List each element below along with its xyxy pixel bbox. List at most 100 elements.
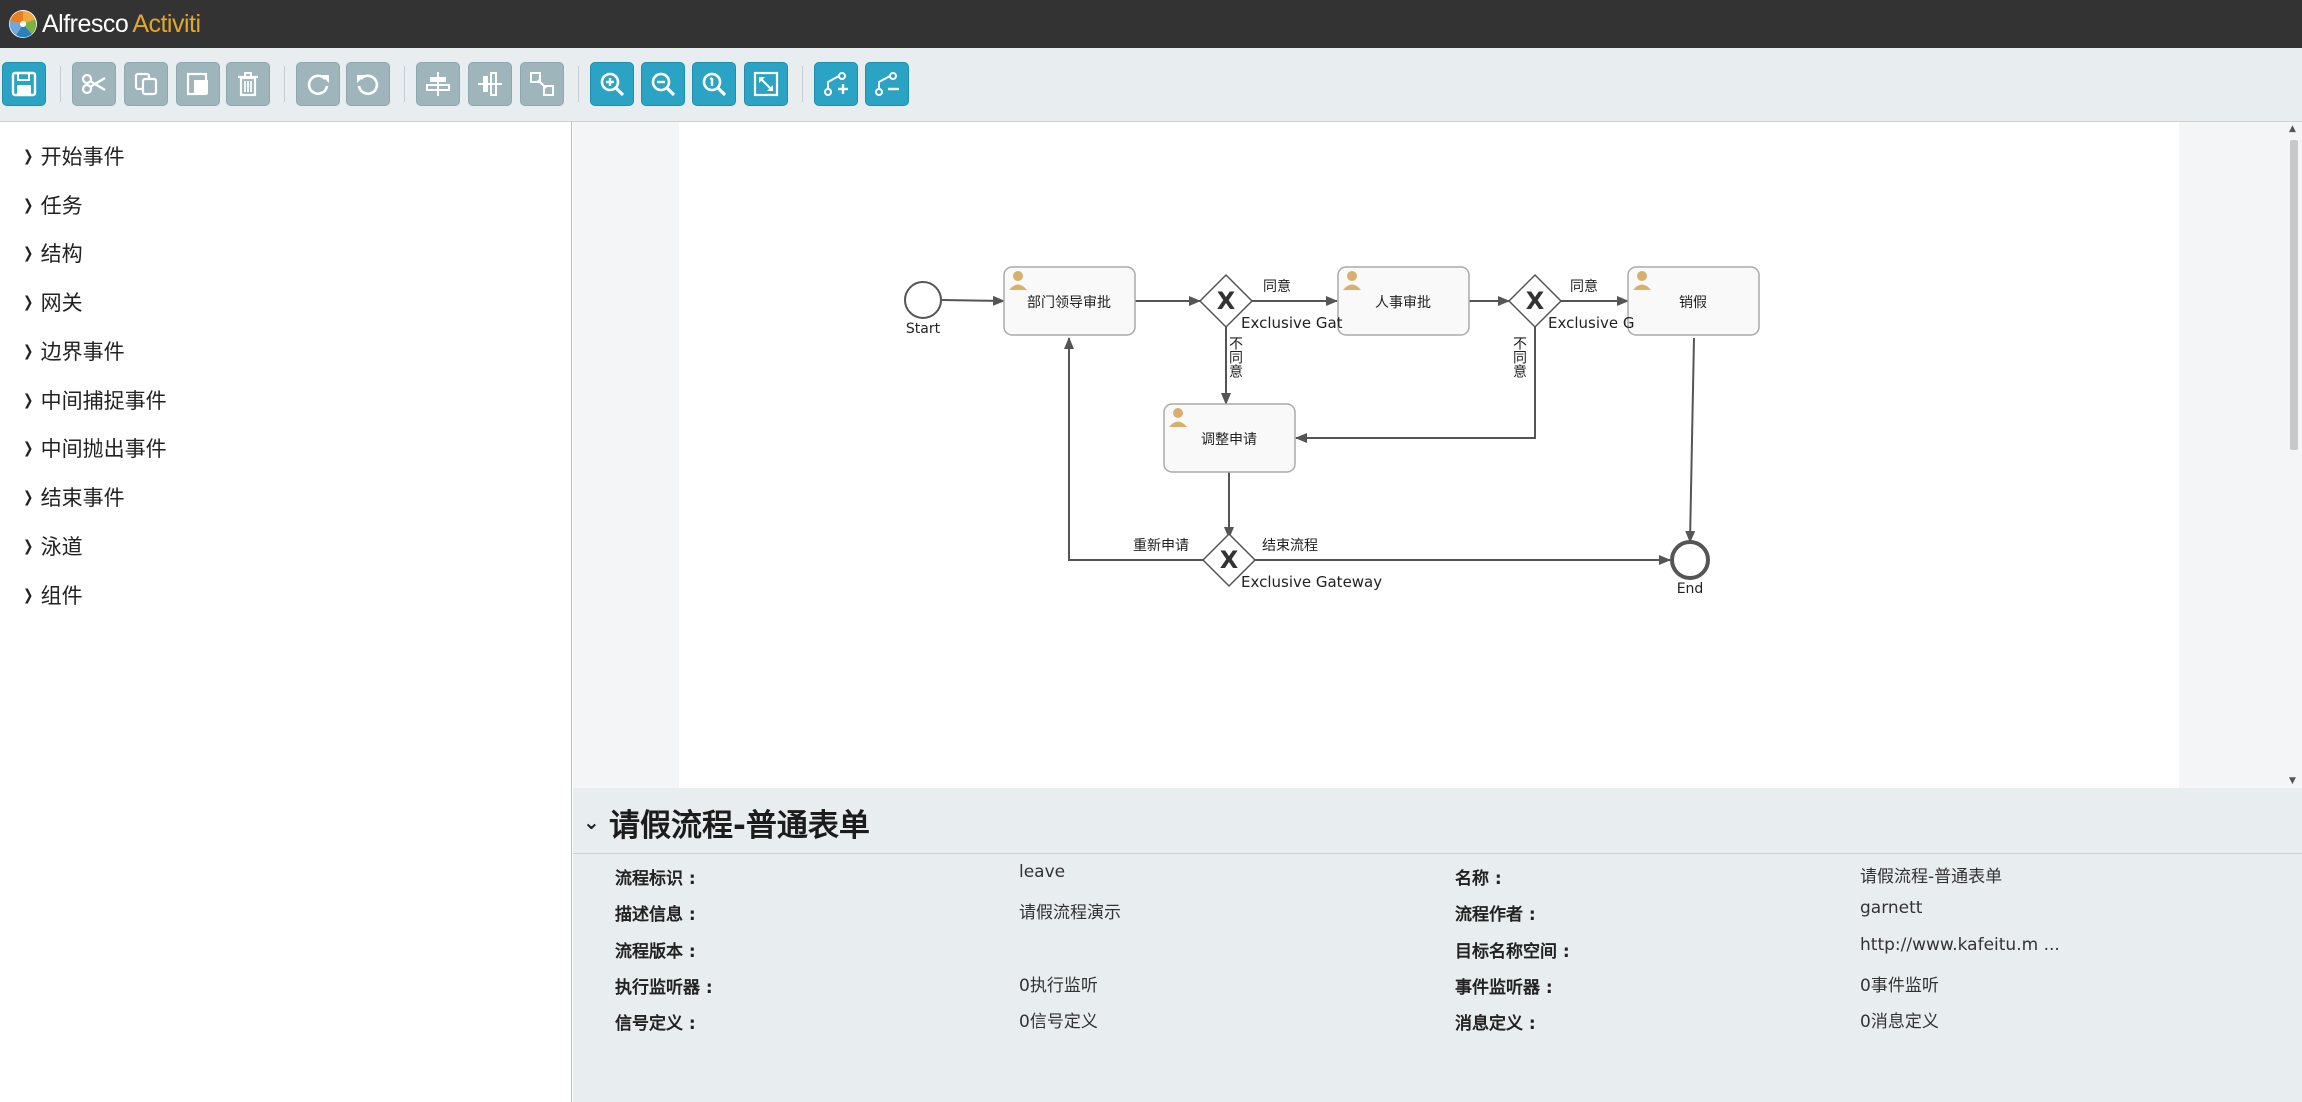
- palette-group-intermediate-throw[interactable]: ❯中间抛出事件: [22, 433, 166, 463]
- zoom-fit-button[interactable]: [744, 62, 788, 106]
- exclusive-gateway-3[interactable]: X: [1201, 532, 1257, 588]
- flow-gw2-disagree[interactable]: [1295, 327, 1536, 443]
- prop-value-author[interactable]: garnett: [1860, 898, 1923, 918]
- chevron-right-icon: ❯: [23, 586, 34, 604]
- prop-label-version: 流程版本 :: [615, 942, 696, 962]
- exclusive-gateway-1[interactable]: X: [1198, 273, 1254, 329]
- scrollbar-thumb[interactable]: [2290, 140, 2298, 450]
- flow-label-agree: 同意: [1263, 278, 1291, 295]
- palette-group-swimlanes[interactable]: ❯ 泳道: [22, 531, 83, 561]
- user-task-adjust-request[interactable]: 调整申请: [1163, 403, 1296, 473]
- top-bar: Alfresco Activiti: [0, 0, 2302, 48]
- chevron-right-icon: ❯: [23, 537, 34, 555]
- user-icon: [1633, 271, 1651, 290]
- toolbar-separator: [802, 66, 803, 102]
- prop-value-execution-listeners[interactable]: 0执行监听: [1019, 976, 1098, 996]
- palette-group-tasks[interactable]: ❯任务: [22, 190, 82, 220]
- prop-label-process-id: 流程标识 :: [615, 869, 696, 889]
- undo-icon: [357, 74, 379, 96]
- zoom-out-icon: [651, 72, 676, 97]
- cut-button[interactable]: [72, 62, 116, 106]
- prop-label-execution-listeners: 执行监听器 :: [615, 978, 713, 998]
- shape-palette: ❯开始事件 ❯任务 ❯结构 ❯网关 ❯边界事件 ❯中间捕捉事件 ❯中间抛出事件 …: [0, 122, 572, 1102]
- delete-button[interactable]: [226, 62, 270, 106]
- remove-bendpoint-button[interactable]: [865, 62, 909, 106]
- trash-icon: [238, 72, 258, 97]
- flow-label-end-process: 结束流程: [1262, 538, 1318, 554]
- canvas-vertical-scrollbar[interactable]: ▲ ▼: [2286, 122, 2302, 788]
- prop-label-author: 流程作者 :: [1455, 905, 1536, 925]
- zoom-in-button[interactable]: [590, 62, 634, 106]
- palette-group-structural[interactable]: ❯结构: [22, 238, 83, 268]
- user-icon: [1343, 271, 1361, 290]
- diagram-canvas[interactable]: [679, 122, 2179, 788]
- palette-group-label: 泳道: [40, 535, 83, 559]
- user-icon: [1009, 271, 1027, 290]
- flow-resubmit[interactable]: [1064, 337, 1203, 561]
- prop-value-process-id[interactable]: leave: [1019, 862, 1066, 882]
- palette-group-start-events[interactable]: ❯ 开始事件: [22, 141, 125, 171]
- user-task-hr-review[interactable]: 人事审批: [1337, 266, 1470, 336]
- prop-value-namespace[interactable]: http://www.kafeitu.m ...: [1860, 935, 2060, 955]
- palette-group-label: 结束事件: [40, 486, 125, 510]
- paste-icon: [186, 72, 208, 96]
- palette-group-artifacts[interactable]: ❯组件: [22, 580, 82, 610]
- save-button[interactable]: [2, 62, 46, 106]
- flow-cancel-to-end[interactable]: [1685, 337, 1696, 543]
- exclusive-gateway-2[interactable]: X: [1507, 273, 1563, 329]
- add-bendpoint-icon: [824, 72, 848, 96]
- process-title: 请假流程-普通表单: [609, 808, 870, 844]
- chevron-right-icon: ❯: [23, 488, 34, 506]
- prop-value-description[interactable]: 请假流程演示: [1019, 903, 1121, 923]
- toolbar-separator: [284, 66, 285, 102]
- alfresco-flower-icon: [9, 10, 37, 38]
- user-task-cancel-leave[interactable]: 销假: [1627, 266, 1760, 336]
- task-label: 人事审批: [1375, 295, 1431, 311]
- zoom-actual-button[interactable]: [692, 62, 736, 106]
- prop-label-namespace: 目标名称空间 :: [1455, 942, 1570, 962]
- palette-group-intermediate-catch[interactable]: ❯中间捕捉事件: [22, 385, 167, 415]
- paste-button[interactable]: [176, 62, 220, 106]
- palette-group-gateways[interactable]: ❯网关: [22, 287, 82, 317]
- end-event[interactable]: [1670, 540, 1710, 580]
- palette-group-boundary-events[interactable]: ❯边界事件: [22, 336, 124, 366]
- add-bendpoint-button[interactable]: [814, 62, 858, 106]
- scroll-up-icon[interactable]: ▲: [2289, 124, 2296, 134]
- gateway-x-icon: X: [1220, 546, 1239, 574]
- same-size-button[interactable]: [520, 62, 564, 106]
- scroll-down-icon[interactable]: ▼: [2289, 776, 2296, 786]
- align-horizontal-button[interactable]: [416, 62, 460, 106]
- chevron-right-icon: ❯: [23, 147, 34, 165]
- properties-header[interactable]: ⌄ 请假流程-普通表单: [573, 788, 2302, 854]
- brand-name: Alfresco: [42, 9, 129, 38]
- properties-panel: ⌄ 请假流程-普通表单 流程标识 : leave 名称 : 请假流程-普通表单 …: [573, 788, 2302, 1102]
- toolbar-separator: [60, 66, 61, 102]
- scissors-icon: [81, 73, 106, 95]
- undo-button[interactable]: [346, 62, 390, 106]
- floppy-disk-icon: [11, 71, 37, 97]
- user-task-dept-review[interactable]: 部门领导审批: [1003, 266, 1136, 336]
- flow-start-to-dept[interactable]: [941, 295, 1005, 306]
- copy-button[interactable]: [124, 62, 168, 106]
- palette-group-label: 开始事件: [40, 145, 125, 169]
- user-icon: [1169, 408, 1187, 427]
- prop-label-signal-definitions: 信号定义 :: [615, 1014, 696, 1034]
- toolbar-separator: [578, 66, 579, 102]
- palette-group-end-events[interactable]: ❯ 结束事件: [22, 482, 125, 512]
- chevron-down-icon[interactable]: ⌄: [583, 810, 600, 834]
- start-event[interactable]: [904, 281, 942, 319]
- zoom-out-button[interactable]: [641, 62, 685, 106]
- palette-group-label: 中间捕捉事件: [40, 389, 167, 413]
- prop-value-name[interactable]: 请假流程-普通表单: [1860, 867, 2003, 887]
- redo-button[interactable]: [296, 62, 340, 106]
- gateway-label: Exclusive Gateway: [1241, 573, 1382, 591]
- prop-value-signal-definitions[interactable]: 0信号定义: [1019, 1012, 1098, 1032]
- prop-value-message-definitions[interactable]: 0消息定义: [1860, 1012, 1939, 1032]
- remove-bendpoint-icon: [875, 72, 899, 96]
- align-vertical-button[interactable]: [468, 62, 512, 106]
- app-logo[interactable]: Alfresco Activiti: [8, 9, 201, 39]
- diagram-canvas-viewport[interactable]: Start End 部门领导审批 人事审批: [573, 122, 2302, 788]
- palette-group-label: 结构: [40, 242, 83, 266]
- prop-value-event-listeners[interactable]: 0事件监听: [1860, 976, 1939, 996]
- task-label: 销假: [1679, 295, 1707, 311]
